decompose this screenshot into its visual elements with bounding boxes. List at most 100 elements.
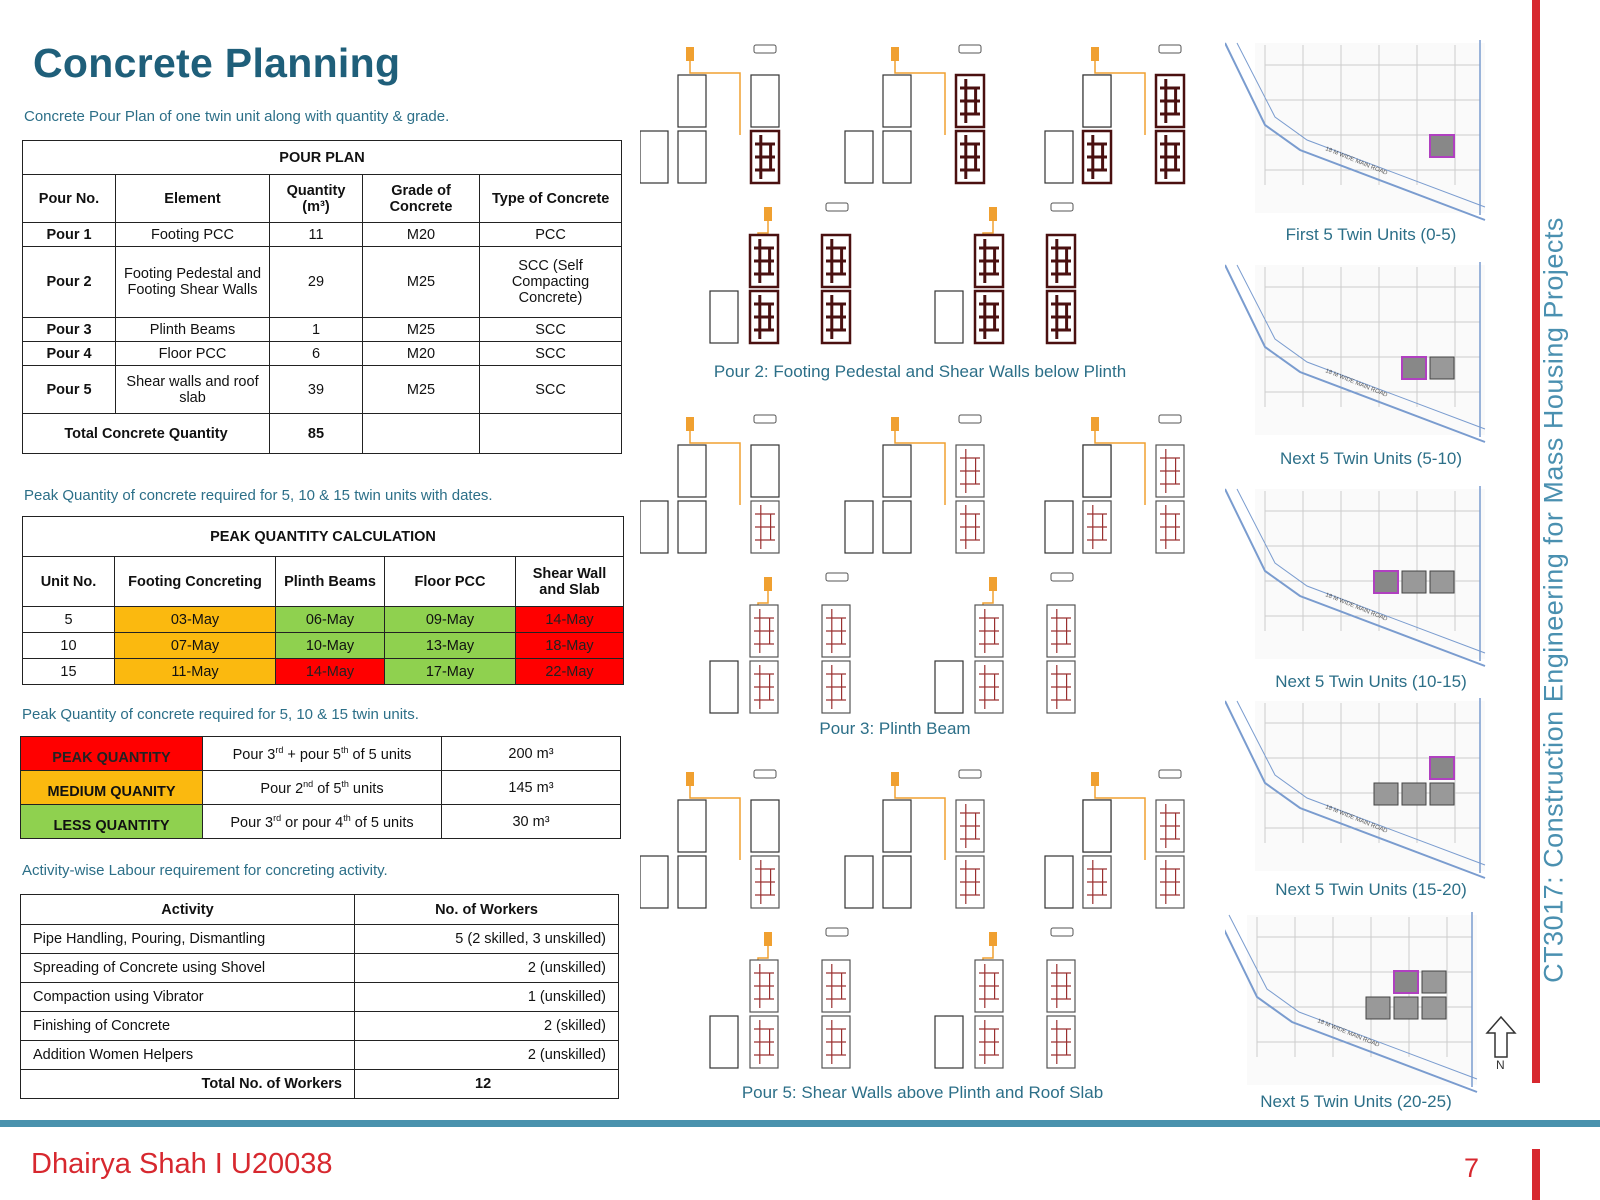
truck-icon bbox=[753, 44, 777, 54]
truck-icon bbox=[1158, 414, 1182, 424]
peak-quantity-label: PEAK QUANTITY bbox=[20, 736, 203, 771]
empty-plot bbox=[677, 855, 707, 909]
empty-plot bbox=[1044, 500, 1074, 554]
cell: SCC bbox=[479, 365, 622, 414]
pump-icon bbox=[989, 932, 997, 946]
cell: Spreading of Concrete using Shovel bbox=[20, 953, 355, 983]
pipe-line bbox=[689, 431, 741, 505]
map-caption: Next 5 Twin Units (10-15) bbox=[1275, 672, 1467, 691]
cell: 5 bbox=[22, 606, 115, 633]
empty-plot bbox=[677, 130, 707, 184]
empty-plot bbox=[677, 500, 707, 554]
cell: 1 (unskilled) bbox=[354, 982, 619, 1012]
empty-plot bbox=[1044, 130, 1074, 184]
cell: 2 (skilled) bbox=[354, 1011, 619, 1041]
cell: 1 bbox=[269, 317, 363, 342]
cell: 5 (2 skilled, 3 unskilled) bbox=[354, 924, 619, 954]
total-row: Total Concrete Quantity 85 bbox=[22, 413, 622, 454]
pump-icon bbox=[989, 577, 997, 591]
cell: 17-May bbox=[384, 658, 516, 685]
page-title: Concrete Planning bbox=[33, 40, 401, 86]
cell: 22-May bbox=[515, 658, 624, 685]
twin-unit-block bbox=[1401, 356, 1427, 380]
empty-plot bbox=[640, 130, 669, 184]
pump-icon bbox=[891, 417, 899, 431]
truck-icon bbox=[1158, 769, 1182, 779]
cell: M25 bbox=[362, 317, 480, 342]
table-row: Spreading of Concrete using Shovel 2 (un… bbox=[20, 953, 619, 983]
twin-unit-block bbox=[1401, 782, 1427, 806]
main-road bbox=[1225, 264, 1486, 443]
cell: 07-May bbox=[114, 632, 276, 659]
main-road-edge bbox=[1236, 488, 1486, 654]
empty-plot bbox=[709, 1015, 739, 1069]
empty-plot bbox=[1082, 74, 1112, 128]
cell: 6 bbox=[269, 341, 363, 366]
truck-icon bbox=[958, 44, 982, 54]
medium-quantity-label: MEDIUM QUANITY bbox=[20, 770, 203, 805]
north-label: N bbox=[1496, 1058, 1505, 1072]
pipe-line bbox=[982, 221, 994, 235]
pipe-line bbox=[757, 946, 769, 960]
pipe-line bbox=[894, 61, 946, 135]
peak-calc-title: PEAK QUANTITY CALCULATION bbox=[22, 516, 624, 557]
truck-icon bbox=[958, 769, 982, 779]
header-cell: Footing Concreting bbox=[114, 556, 276, 607]
cell: 14-May bbox=[515, 606, 624, 633]
cell: M20 bbox=[362, 341, 480, 366]
cell: M25 bbox=[362, 365, 480, 414]
map-background bbox=[1255, 265, 1485, 435]
main-road bbox=[1225, 929, 1478, 1093]
empty-plot bbox=[677, 74, 707, 128]
table-row: 10 07-May 10-May 13-May 18-May bbox=[22, 632, 624, 659]
header-cell: Shear Wall and Slab bbox=[515, 556, 624, 607]
cell: Compaction using Vibrator bbox=[20, 982, 355, 1012]
north-arrow-icon bbox=[1485, 1015, 1517, 1058]
pipe-line bbox=[757, 221, 769, 235]
cell: 14-May bbox=[275, 658, 385, 685]
cell: 06-May bbox=[275, 606, 385, 633]
cell: Footing PCC bbox=[115, 222, 270, 247]
pour5-caption: Pour 5: Shear Walls above Plinth and Roo… bbox=[741, 1083, 1104, 1102]
empty-plot bbox=[1082, 444, 1112, 498]
cell: PCC bbox=[479, 222, 622, 247]
pump-icon bbox=[891, 772, 899, 786]
table-row: PEAK QUANTITY Pour 3rd + pour 5th of 5 u… bbox=[20, 736, 621, 771]
cell: M20 bbox=[362, 222, 480, 247]
header-cell: Pour No. bbox=[22, 174, 116, 223]
cell: Addition Women Helpers bbox=[20, 1040, 355, 1070]
pump-icon bbox=[686, 47, 694, 61]
truck-icon bbox=[1050, 572, 1074, 582]
peak-qty-table: PEAK QUANTITY Pour 3rd + pour 5th of 5 u… bbox=[20, 736, 621, 839]
cell: Pour 1 bbox=[22, 222, 116, 247]
header-cell: Grade of Concrete bbox=[362, 174, 480, 223]
cell: 11-May bbox=[114, 658, 276, 685]
twin-unit-block bbox=[1393, 970, 1419, 994]
empty-plot bbox=[640, 855, 669, 909]
header-cell: Element bbox=[115, 174, 270, 223]
header-cell: Quantity (m³) bbox=[269, 174, 363, 223]
twin-unit-block bbox=[1373, 570, 1399, 594]
pump-icon bbox=[1091, 772, 1099, 786]
empty-plot bbox=[709, 660, 739, 714]
header-cell: Unit No. bbox=[22, 556, 115, 607]
header-cell: Floor PCC bbox=[384, 556, 516, 607]
truck-icon bbox=[958, 414, 982, 424]
pour-plan-title: POUR PLAN bbox=[22, 140, 622, 175]
empty-plot bbox=[640, 500, 669, 554]
labour-table: Activity No. of Workers Pipe Handling, P… bbox=[20, 894, 619, 1099]
header-cell: Type of Concrete bbox=[479, 174, 622, 223]
pump-icon bbox=[891, 47, 899, 61]
cell: Pour 2nd of 5th units bbox=[202, 770, 442, 805]
pipe-line bbox=[757, 591, 769, 605]
cell: Plinth Beams bbox=[115, 317, 270, 342]
pump-icon bbox=[764, 932, 772, 946]
empty-plot bbox=[1082, 799, 1112, 853]
cell: 03-May bbox=[114, 606, 276, 633]
table-row: Pour 2 Footing Pedestal and Footing Shea… bbox=[22, 246, 622, 318]
truck-icon bbox=[825, 202, 849, 212]
cell: 2 (unskilled) bbox=[354, 1040, 619, 1070]
twin-unit-block bbox=[1365, 996, 1391, 1020]
cell: 15 bbox=[22, 658, 115, 685]
empty-plot bbox=[677, 799, 707, 853]
